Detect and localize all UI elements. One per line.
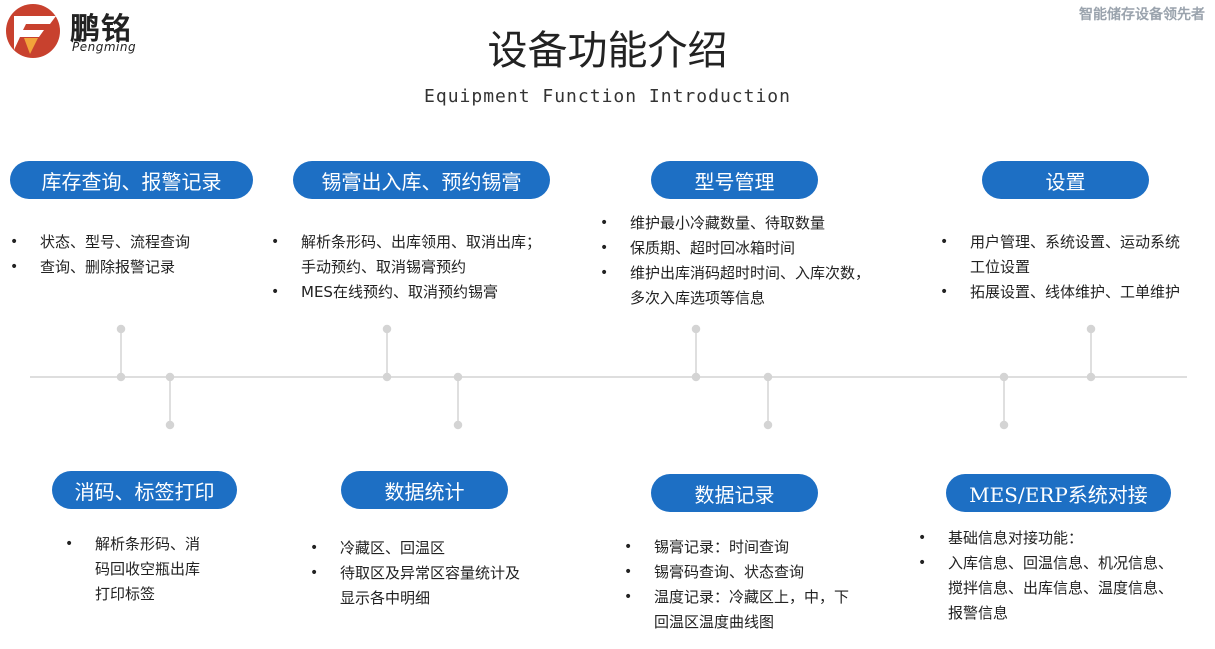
feature-pill-paste-in-out: 锡膏出入库、预约锡膏 xyxy=(293,161,550,199)
connector-bottom-2 xyxy=(453,372,463,430)
feature-bullet-item: 维护出库消码超时时间、入库次数， xyxy=(600,261,900,286)
feature-bullet-continuation: 搅拌信息、出库信息、温度信息、 xyxy=(948,579,1174,597)
connector-top-3 xyxy=(691,324,701,382)
feature-bullet-continuation: 报警信息 xyxy=(948,604,1009,622)
feature-pill-model-management: 型号管理 xyxy=(651,161,818,199)
feature-bullet-item: 解析条形码、出库领用、取消出库； xyxy=(271,230,581,255)
feature-bullet-item: 保质期、超时回冰箱时间 xyxy=(600,236,900,261)
feature-bullet-item: 锡膏记录：时间查询 xyxy=(624,535,914,560)
feature-bullet-item: 温度记录：冷藏区上，中，下 xyxy=(624,585,914,610)
feature-bullet-item: 冷藏区、回温区 xyxy=(310,536,580,561)
logo-text-cn: 鹏铭 xyxy=(70,12,132,47)
feature-pill-data-records: 数据记录 xyxy=(651,474,818,512)
feature-bullet-item: 维护最小冷藏数量、待取数量 xyxy=(600,211,900,236)
feature-bullet-continuation: 打印标签 xyxy=(95,585,156,603)
feature-list-data-statistics: 冷藏区、回温区待取区及异常区容量统计及显示各中明细 xyxy=(310,536,580,611)
feature-bullet-item: 查询、删除报警记录 xyxy=(10,255,260,280)
feature-pill-inventory-alarm: 库存查询、报警记录 xyxy=(10,161,253,199)
connector-bottom-3 xyxy=(763,372,773,430)
feature-list-settings: 用户管理、系统设置、运动系统工位设置拓展设置、线体维护、工单维护 xyxy=(940,230,1212,305)
feature-bullet-item: 锡膏码查询、状态查询 xyxy=(624,560,914,585)
logo-text-en: Pengming xyxy=(72,40,137,54)
feature-pill-mes-erp: MES/ERP系统对接 xyxy=(946,474,1171,512)
feature-bullet-continuation: 回温区温度曲线图 xyxy=(654,613,775,631)
feature-bullet-continuation: 显示各中明细 xyxy=(340,589,431,607)
feature-bullet-item: 拓展设置、线体维护、工单维护 xyxy=(940,280,1212,305)
feature-pill-settings: 设置 xyxy=(982,161,1149,199)
feature-bullet-item: 解析条形码、消 xyxy=(65,532,245,557)
feature-list-mes-erp: 基础信息对接功能：入库信息、回温信息、机况信息、搅拌信息、出库信息、温度信息、报… xyxy=(918,526,1210,626)
connector-top-4 xyxy=(1086,324,1096,382)
connector-bottom-1 xyxy=(165,372,175,430)
feature-list-inventory-alarm: 状态、型号、流程查询查询、删除报警记录 xyxy=(10,230,260,280)
feature-list-paste-in-out: 解析条形码、出库领用、取消出库； 手动预约、取消锡膏预约 MES在线预约、取消预约锡… xyxy=(271,230,581,305)
connector-top-2 xyxy=(382,324,392,382)
feature-bullet-item: 入库信息、回温信息、机况信息、 xyxy=(918,551,1210,576)
feature-bullet-item: 基础信息对接功能： xyxy=(918,526,1210,551)
page-title: 设备功能介绍 xyxy=(487,28,728,74)
feature-bullet-continuation: 码回收空瓶出库 xyxy=(95,560,201,578)
feature-bullet-continuation: 多次入库选项等信息 xyxy=(630,289,766,307)
feature-bullet-item: 用户管理、系统设置、运动系统 xyxy=(940,230,1212,255)
tagline: 智能储存设备领先者 xyxy=(1079,7,1205,23)
logo-mark-icon xyxy=(6,4,60,58)
feature-bullet-item: 状态、型号、流程查询 xyxy=(10,230,260,255)
feature-bullet-continuation: 手动预约、取消锡膏预约 xyxy=(301,258,467,276)
company-logo: 鹏铭 Pengming xyxy=(4,2,154,62)
feature-bullet-item: 待取区及异常区容量统计及 xyxy=(310,561,580,586)
feature-list-model-management: 维护最小冷藏数量、待取数量保质期、超时回冰箱时间维护出库消码超时时间、入库次数，… xyxy=(600,211,900,311)
feature-bullet-continuation: 工位设置 xyxy=(970,258,1031,276)
connector-bottom-4 xyxy=(999,372,1009,430)
feature-bullet-item: MES在线预约、取消预约锡膏 xyxy=(271,280,581,305)
connector-top-1 xyxy=(116,324,126,382)
page-subtitle: Equipment Function Introduction xyxy=(424,86,791,107)
feature-pill-data-statistics: 数据统计 xyxy=(341,471,508,509)
feature-pill-label-print: 消码、标签打印 xyxy=(52,471,237,509)
